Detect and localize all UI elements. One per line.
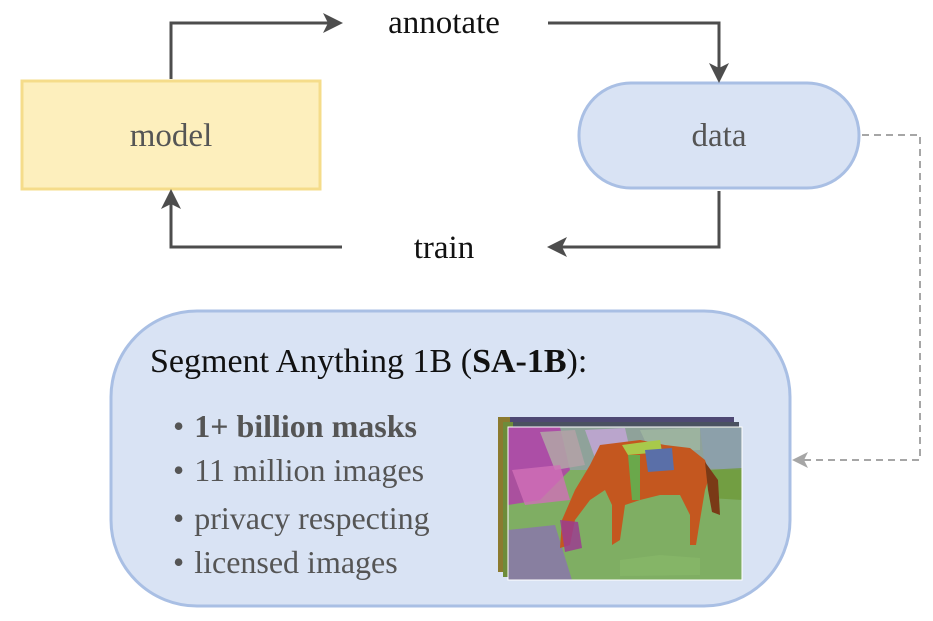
annotate-label: annotate	[388, 5, 500, 41]
annotate-arrow-right	[548, 21, 729, 83]
segmented-horse-image	[508, 427, 742, 580]
dataset-dashed-arrow	[792, 134, 921, 468]
bullet-item: •1+ billion masks	[173, 408, 417, 444]
train-arrow-right	[547, 191, 721, 257]
bullet-item: •privacy respecting	[173, 500, 430, 536]
bullet-item: •licensed images	[173, 544, 398, 580]
sample-image-stack	[498, 417, 743, 581]
data-label: data	[692, 118, 747, 154]
annotate-edge: annotate	[169, 5, 729, 83]
dataset-bullets: •1+ billion masks •11 million images •pr…	[173, 408, 430, 580]
train-edge: train	[161, 189, 721, 266]
train-arrow-left	[161, 189, 342, 249]
model-node: model	[20, 79, 322, 191]
data-node: data	[577, 81, 861, 190]
annotate-arrow-left	[169, 13, 343, 79]
train-label: train	[414, 230, 474, 266]
dataset-box: Segment Anything 1B (SA-1B): •1+ billion…	[109, 309, 792, 608]
bullet-item: •11 million images	[173, 452, 424, 488]
dataset-title: Segment Anything 1B (SA-1B):	[150, 343, 587, 380]
model-label: model	[130, 118, 212, 154]
